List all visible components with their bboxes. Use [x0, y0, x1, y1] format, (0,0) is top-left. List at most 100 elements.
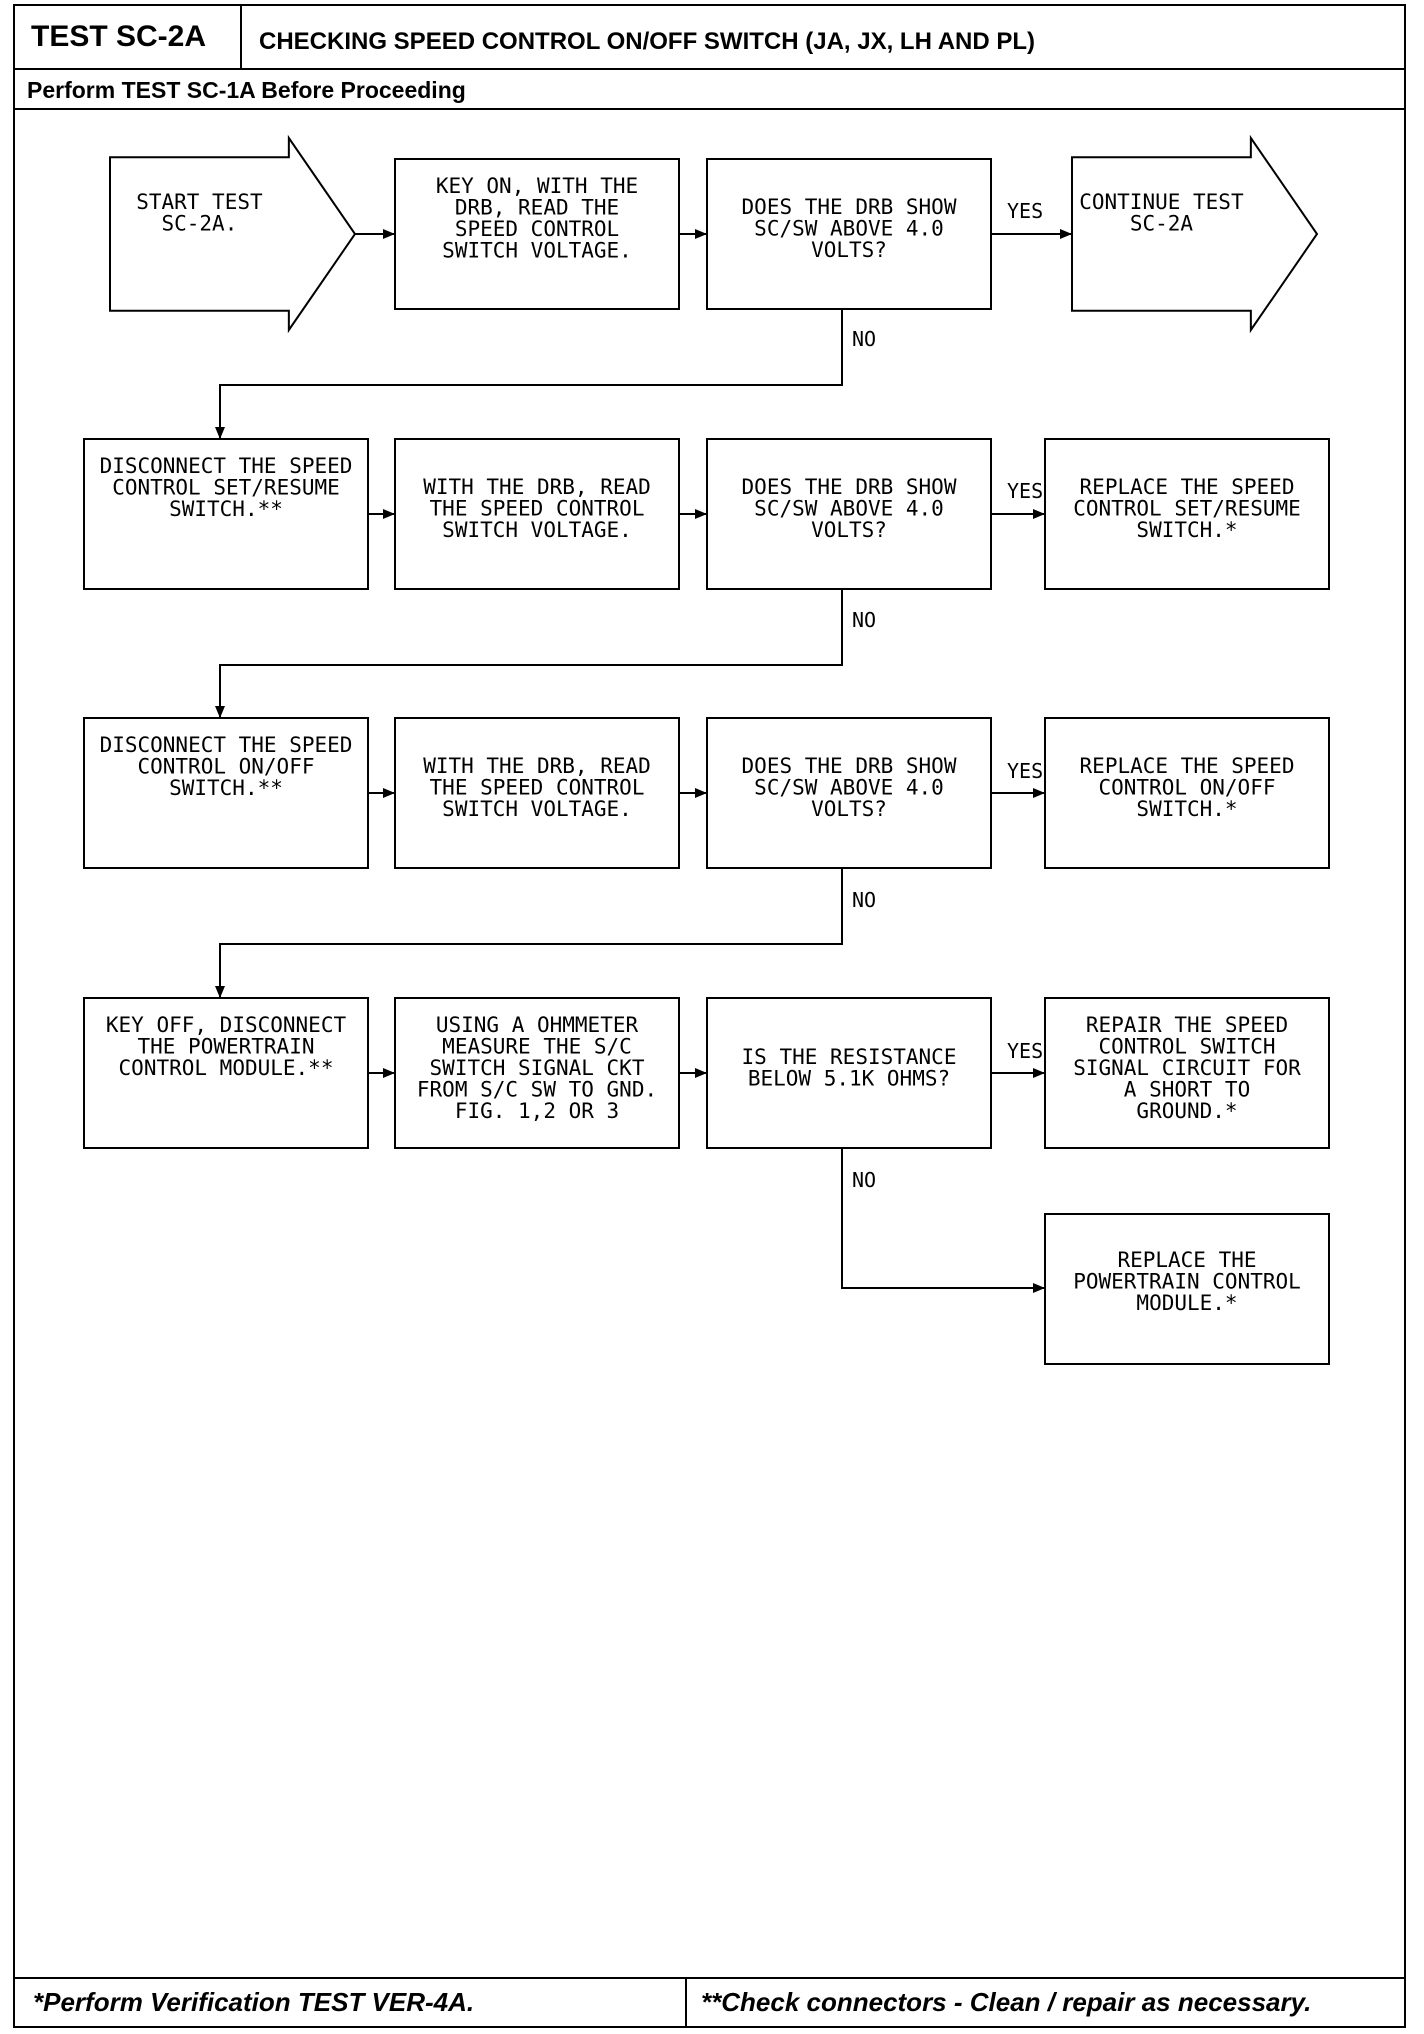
voltage-question-box-line: DOES THE DRB SHOW: [742, 195, 957, 219]
key-off-disconnect-box-line: KEY OFF, DISCONNECT: [106, 1013, 347, 1037]
disconnect-set-resume-box-line: SWITCH.**: [169, 497, 283, 521]
ohmmeter-measure-box-line: MEASURE THE S/C: [442, 1035, 632, 1059]
ohmmeter-measure-box-line: USING A OHMMETER: [436, 1013, 639, 1037]
repair-signal-circuit-box-line: CONTROL SWITCH: [1098, 1035, 1275, 1059]
replace-pcm-box-line: REPLACE THE: [1117, 1248, 1256, 1272]
replace-set-resume-box-line: REPLACE THE SPEED: [1080, 475, 1295, 499]
footer-bar: *Perform Verification TEST VER-4A. **Che…: [15, 1977, 1404, 2026]
connector-note: **Check connectors - Clean / repair as n…: [701, 1987, 1312, 2017]
resistance-question-box: [706, 997, 992, 1149]
test-title: CHECKING SPEED CONTROL ON/OFF SWITCH (JA…: [259, 28, 1036, 55]
read-voltage-box-3-line: THE SPEED CONTROL: [430, 776, 645, 800]
read-voltage-box-2-line: WITH THE DRB, READ: [423, 475, 651, 499]
read-voltage-box-2-line: THE SPEED CONTROL: [430, 497, 645, 521]
start-test-arrow-line: START TEST: [136, 190, 263, 214]
ohmmeter-measure-box-line: SWITCH SIGNAL CKT: [430, 1056, 645, 1080]
repair-signal-circuit-box-line: REPAIR THE SPEED: [1086, 1013, 1288, 1037]
voltage-question-box-2-line: SC/SW ABOVE 4.0: [754, 497, 944, 521]
no-label: NO: [852, 888, 876, 912]
start-test-arrow: [109, 134, 357, 334]
arrow-no-row2: [219, 589, 843, 718]
key-off-disconnect-box-line: CONTROL MODULE.**: [119, 1056, 334, 1080]
yes-label: YES: [1007, 1039, 1043, 1063]
replace-pcm-box-line: MODULE.*: [1136, 1291, 1237, 1315]
ohmmeter-measure-box-line: FIG. 1,2 OR 3: [455, 1099, 619, 1123]
disconnect-set-resume-box-line: DISCONNECT THE SPEED: [100, 454, 353, 478]
voltage-question-box-3: [706, 717, 992, 869]
no-label: NO: [852, 1168, 876, 1192]
replace-set-resume-box-line: SWITCH.*: [1136, 518, 1237, 542]
voltage-question-box-3-line: SC/SW ABOVE 4.0: [754, 776, 944, 800]
replace-on-off-box: [1044, 717, 1330, 869]
disconnect-on-off-box-line: DISCONNECT THE SPEED: [100, 733, 353, 757]
voltage-question-box-line: SC/SW ABOVE 4.0: [754, 217, 944, 241]
no-label: NO: [852, 608, 876, 632]
read-voltage-box-3-line: WITH THE DRB, READ: [423, 754, 651, 778]
replace-on-off-box-line: SWITCH.*: [1136, 797, 1237, 821]
header-bar: TEST SC-2A CHECKING SPEED CONTROL ON/OFF…: [15, 6, 1404, 70]
continue-test-arrow: [1071, 134, 1319, 334]
arrow-no-row3-arrowhead: [215, 986, 225, 998]
start-test-arrow-line: SC-2A.: [161, 212, 237, 236]
ohmmeter-measure-box-line: FROM S/C SW TO GND.: [417, 1078, 657, 1102]
voltage-question-box-3-line: DOES THE DRB SHOW: [742, 754, 957, 778]
arrow-read-to-question-arrowhead: [695, 229, 707, 239]
replace-set-resume-box-line: CONTROL SET/RESUME: [1073, 497, 1301, 521]
read-voltage-box-line: KEY ON, WITH THE: [436, 174, 638, 198]
read-voltage-box: [394, 158, 680, 310]
read-voltage-box-line: SWITCH VOLTAGE.: [442, 239, 632, 263]
arrow-measure-to-question-4-arrowhead: [695, 1068, 707, 1078]
yes-label: YES: [1007, 199, 1043, 223]
connectors: [215, 229, 1072, 1293]
arrow-step-to-measure-4-arrowhead: [383, 1068, 395, 1078]
replace-on-off-box-line: CONTROL ON/OFF: [1098, 776, 1275, 800]
arrow-yes-replace-3-arrowhead: [1033, 788, 1045, 798]
flow-shapes: [83, 134, 1330, 1365]
voltage-question-box-3-line: VOLTS?: [811, 797, 887, 821]
voltage-question-box-line: VOLTS?: [811, 238, 887, 262]
arrow-read-to-question-2-arrowhead: [695, 509, 707, 519]
read-voltage-box-3: [394, 717, 680, 869]
no-label: NO: [852, 327, 876, 351]
resistance-question-box-line: BELOW 5.1K OHMS?: [748, 1067, 950, 1091]
repair-signal-circuit-box-line: A SHORT TO: [1124, 1078, 1250, 1102]
voltage-question-box-2: [706, 438, 992, 590]
arrow-no-replace-pcm: [841, 1148, 1045, 1289]
replace-pcm-box-line: POWERTRAIN CONTROL: [1073, 1270, 1301, 1294]
test-procedure-frame: TEST SC-2A CHECKING SPEED CONTROL ON/OFF…: [13, 4, 1406, 2028]
arrow-yes-replace-2-arrowhead: [1033, 509, 1045, 519]
ohmmeter-measure-box: [394, 997, 680, 1149]
arrow-no-row1: [219, 309, 843, 439]
arrow-no-row1-arrowhead: [215, 427, 225, 439]
voltage-question-box-2-line: VOLTS?: [811, 518, 887, 542]
disconnect-on-off-box-line: CONTROL ON/OFF: [137, 755, 314, 779]
read-voltage-box-2: [394, 438, 680, 590]
read-voltage-box-line: DRB, READ THE: [455, 196, 619, 220]
prerequisite-note: Perform TEST SC-1A Before Proceeding: [15, 70, 1404, 110]
footer-divider: [685, 1979, 687, 2026]
disconnect-on-off-box-line: SWITCH.**: [169, 776, 283, 800]
read-voltage-box-3-line: SWITCH VOLTAGE.: [442, 797, 632, 821]
disconnect-set-resume-box: [83, 438, 369, 590]
repair-signal-circuit-box: [1044, 997, 1330, 1149]
continue-test-arrow-line: CONTINUE TEST: [1079, 190, 1244, 214]
key-off-disconnect-box: [83, 997, 369, 1149]
arrow-step-to-read-3-arrowhead: [383, 788, 395, 798]
replace-pcm-box: [1044, 1213, 1330, 1365]
replace-set-resume-box: [1044, 438, 1330, 590]
read-voltage-box-2-line: SWITCH VOLTAGE.: [442, 518, 632, 542]
arrow-read-to-question-3-arrowhead: [695, 788, 707, 798]
continue-test-arrow-line: SC-2A: [1130, 212, 1194, 236]
verification-note: *Perform Verification TEST VER-4A.: [33, 1987, 475, 2017]
arrow-start-to-read-arrowhead: [383, 229, 395, 239]
arrow-step-to-read-2-arrowhead: [383, 509, 395, 519]
repair-signal-circuit-box-line: GROUND.*: [1136, 1099, 1237, 1123]
voltage-question-box: [706, 158, 992, 310]
test-id: TEST SC-2A: [15, 6, 242, 68]
yes-label: YES: [1007, 479, 1043, 503]
yes-label: YES: [1007, 759, 1043, 783]
replace-on-off-box-line: REPLACE THE SPEED: [1080, 754, 1295, 778]
disconnect-set-resume-box-line: CONTROL SET/RESUME: [112, 476, 340, 500]
